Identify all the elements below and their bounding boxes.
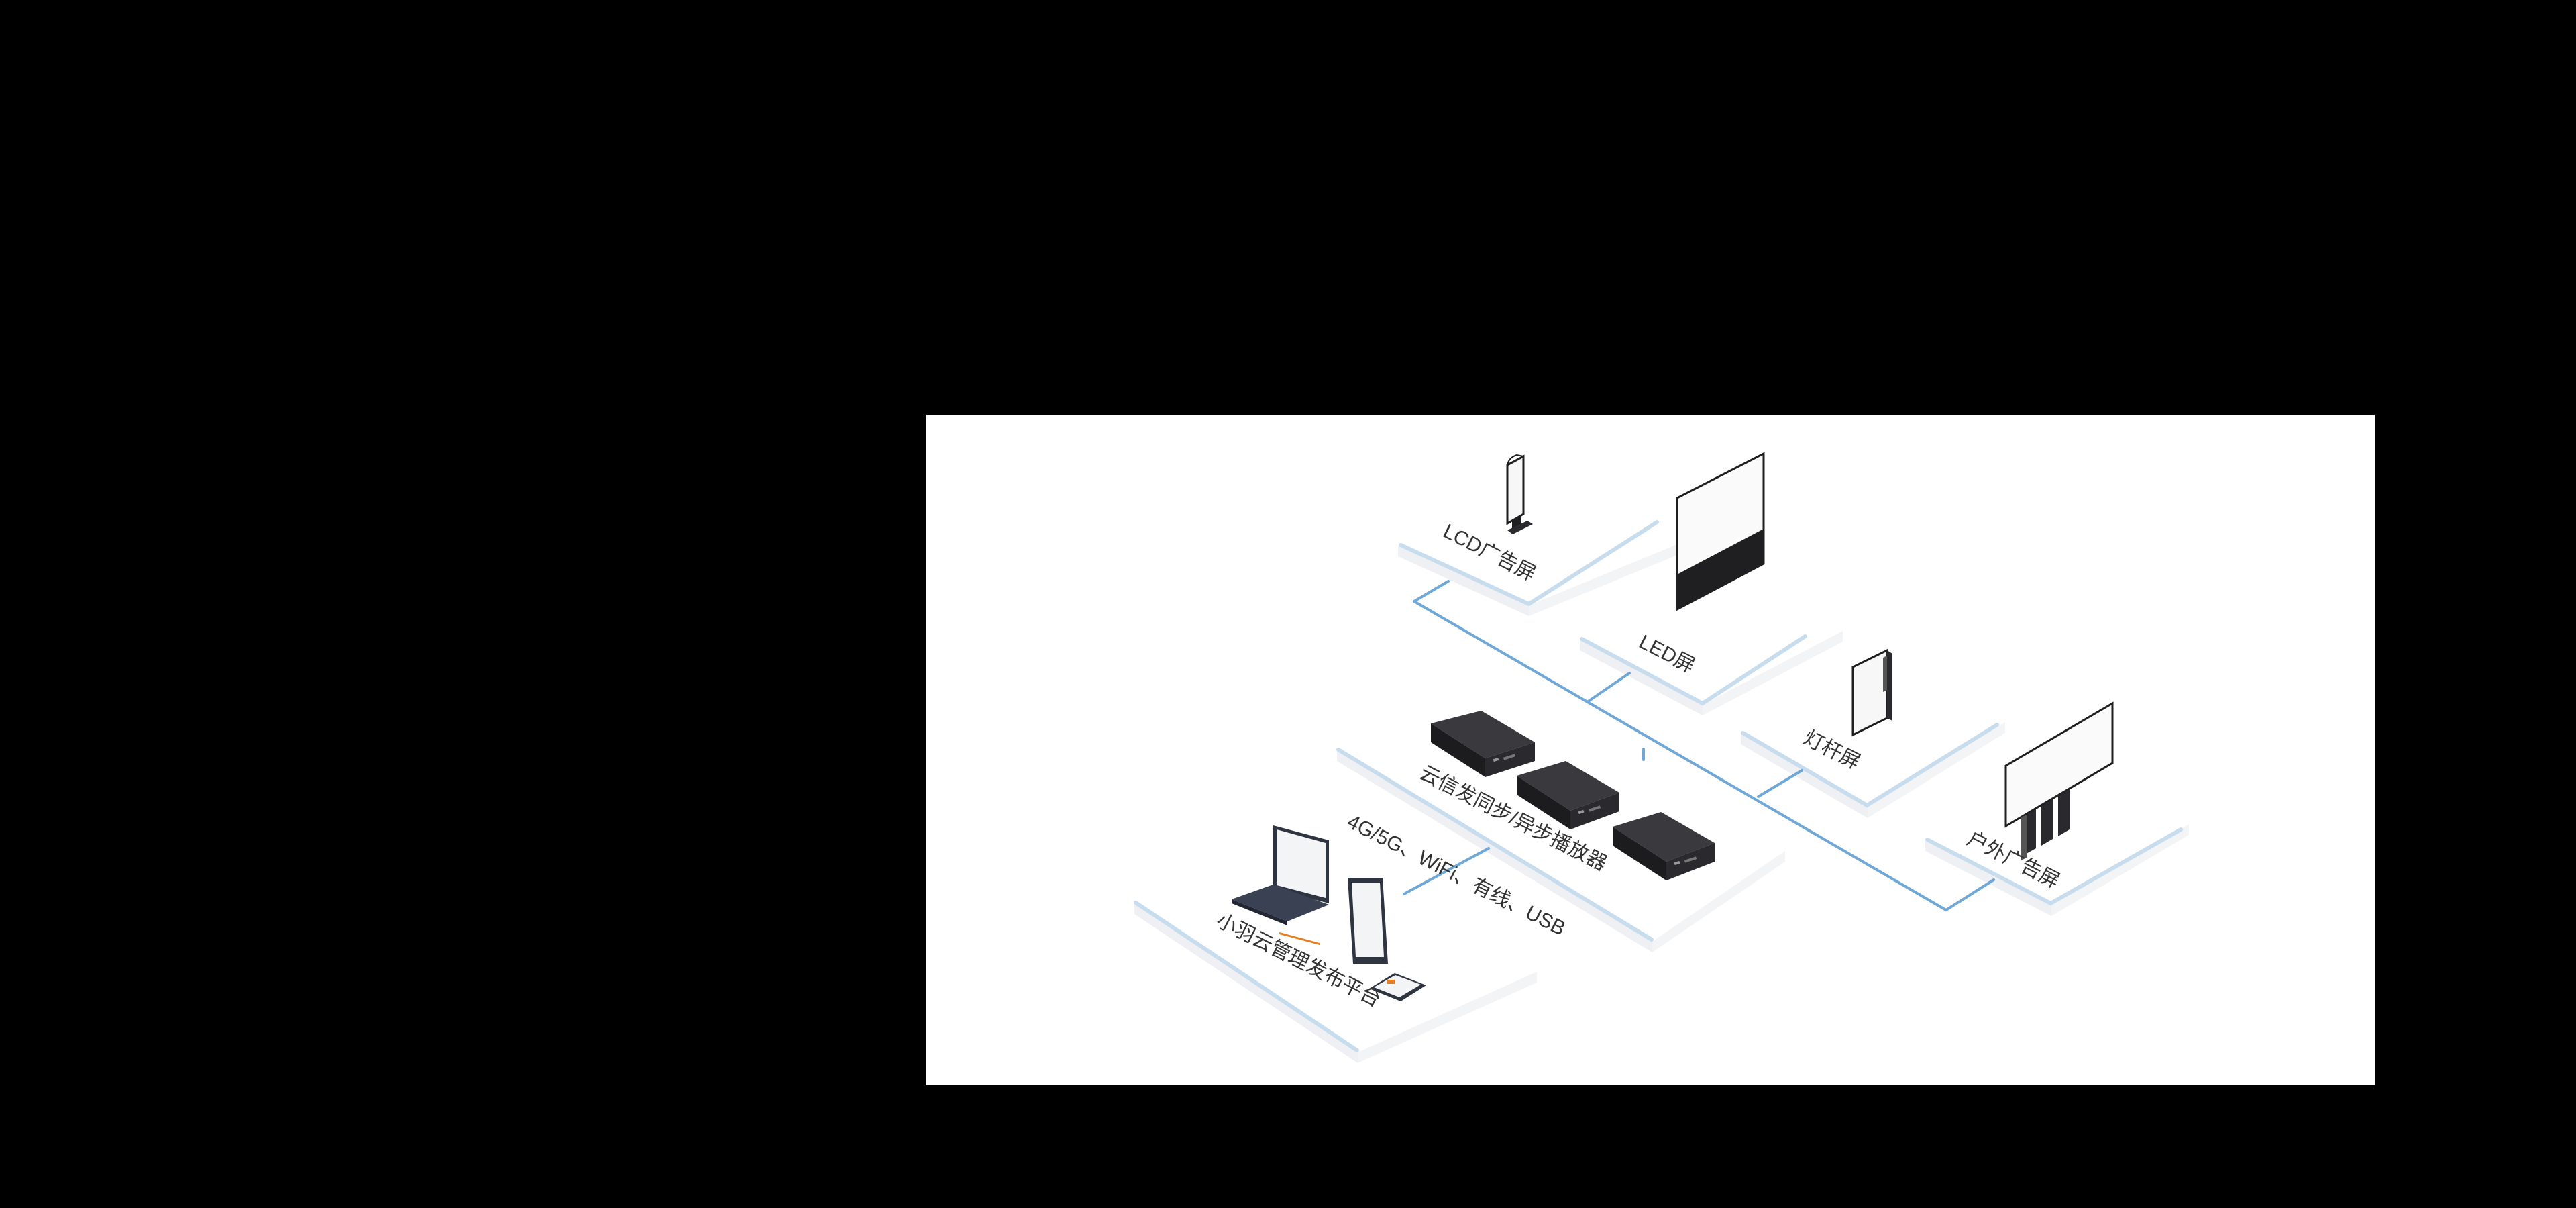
- platform-outdoor: [1925, 804, 2189, 916]
- pole-branch-line: [1757, 769, 1803, 798]
- laptop-icon: [1232, 825, 1329, 946]
- phone-icon: [1369, 973, 1426, 1001]
- laptop-tablet-phone-icon: [1232, 825, 1426, 1001]
- platform-player: [1336, 730, 1785, 952]
- platform-lcd: [1398, 520, 1682, 616]
- player-box-2: [1517, 761, 1619, 829]
- network-trunk-line: [1413, 580, 1450, 603]
- player-box-1: [1431, 711, 1535, 777]
- network-lines: [1403, 580, 1995, 912]
- pole-screen-icon: [1851, 648, 1892, 737]
- lcd-kiosk-icon: [1506, 454, 1533, 534]
- network-topology-diagram: LCD广告屏 LED屏 灯杆屏 户外广告屏 云信发同步/异步播放器 4G/5G、…: [1134, 452, 2189, 1063]
- platform-management: [1134, 817, 1537, 1063]
- platform-pole: [1741, 703, 2005, 818]
- tablet-icon: [1348, 878, 1388, 964]
- platform-led: [1580, 613, 1843, 715]
- diagram-panel: LCD广告屏 LED屏 灯杆屏 户外广告屏 云信发同步/异步播放器 4G/5G、…: [926, 415, 2375, 1085]
- led-screen-icon: [1676, 452, 1765, 611]
- player-box-3: [1613, 812, 1715, 880]
- network-trunk-line: [1413, 600, 1995, 912]
- billboard-icon: [2004, 701, 2114, 860]
- led-branch-line: [1586, 672, 1631, 703]
- platform-branch-line: [1403, 847, 1490, 895]
- media-player-box-icon: [1431, 711, 1715, 880]
